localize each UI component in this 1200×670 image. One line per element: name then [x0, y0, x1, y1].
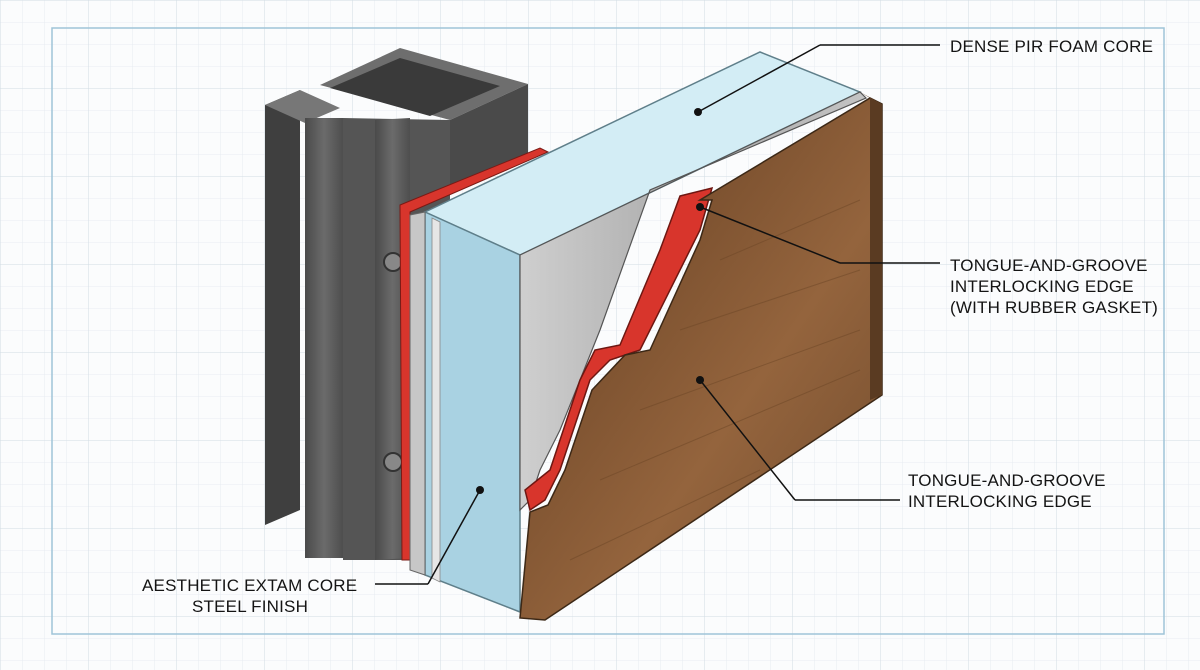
wood-panel-edge	[860, 92, 882, 400]
label-edge-line-1: TONGUE-AND-GROOVE	[908, 471, 1106, 490]
label-edge: TONGUE-AND-GROOVE INTERLOCKING EDGE	[908, 470, 1106, 512]
label-gasket-edge: TONGUE-AND-GROOVE INTERLOCKING EDGE (WIT…	[950, 255, 1158, 318]
wood-grain	[569, 199, 861, 561]
label-gasket-edge-line-2: INTERLOCKING EDGE	[950, 277, 1134, 296]
label-foam-core: DENSE PIR FOAM CORE	[950, 36, 1153, 57]
leader-edge	[696, 376, 900, 501]
label-finish-line-1: AESTHETIC EXTAM CORE	[142, 576, 358, 595]
rear-gasket-strip	[399, 147, 550, 561]
tongue-groove-gasket	[524, 186, 714, 512]
label-gasket-edge-line-1: TONGUE-AND-GROOVE	[950, 256, 1148, 275]
leader-gasket-edge	[696, 203, 940, 264]
label-finish-line-2: STEEL FINISH	[192, 597, 309, 616]
label-finish: AESTHETIC EXTAM CORE STEEL FINISH	[142, 575, 357, 617]
label-edge-line-2: INTERLOCKING EDGE	[908, 492, 1092, 511]
leader-foam-core	[694, 44, 940, 116]
label-gasket-edge-line-3: (WITH RUBBER GASKET)	[950, 298, 1159, 317]
foam-core	[409, 51, 862, 614]
leader-finish	[375, 486, 484, 585]
label-foam-core-line-1: DENSE PIR FOAM CORE	[950, 37, 1154, 56]
drawing-frame	[51, 27, 1165, 635]
